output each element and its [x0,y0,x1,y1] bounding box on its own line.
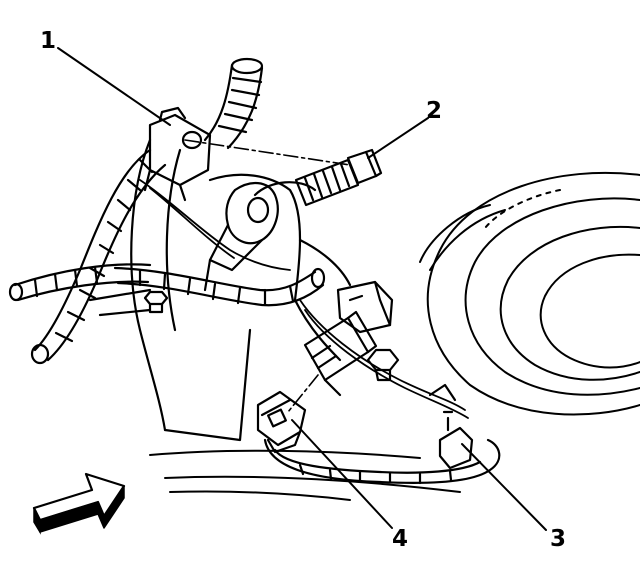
electrical-connector [303,310,378,397]
wiring-loom-horizontal [8,263,152,302]
mounting-bracket [203,182,279,292]
callout-2: 2 [426,98,442,124]
harness-retainer-clip [428,383,474,470]
wiring-loom-upper [203,57,264,150]
leader-line-4 [291,419,393,529]
alignment-line-top [184,139,351,166]
leader-line-2 [367,117,429,159]
callout-1: 1 [40,28,56,54]
callout-3: 3 [550,526,566,552]
lower-bracket [336,280,394,334]
thin-wires [139,179,469,419]
alignment-line-lower [287,374,319,413]
harness-clip [143,106,212,202]
floor-lines [149,449,461,501]
leader-line-1 [57,47,171,126]
wiring-loom-lower [263,438,501,485]
wiring-loom-left [30,148,167,365]
threaded-sensor [294,148,383,207]
wiring-loom-middle [113,266,326,307]
leader-line-3 [461,443,547,531]
tire-drum [419,171,640,416]
callout-4: 4 [392,526,408,552]
leader-lines [57,47,547,531]
transmission-housing [88,138,352,442]
bracket-bolt [366,348,400,382]
housing-bolt [143,290,169,314]
direction-arrow-icon [32,472,126,535]
speed-sensor-connector [256,390,307,454]
